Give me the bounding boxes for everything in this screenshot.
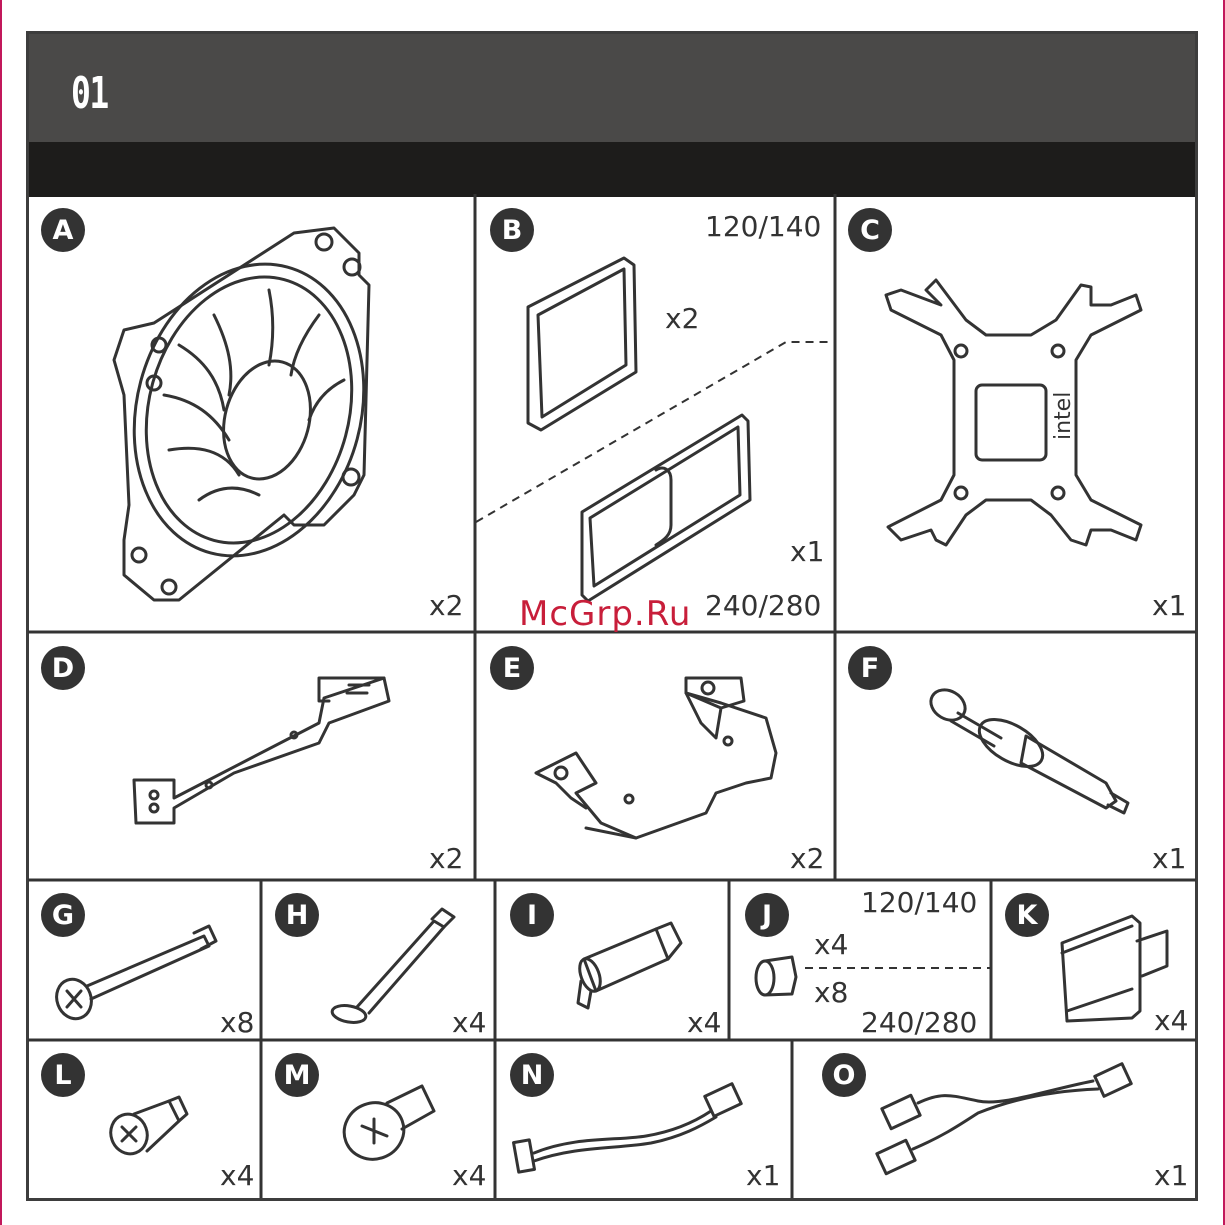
splitter-cable-o-icon [793,1041,1195,1198]
part-b-size-bottom: 240/280 [705,592,821,620]
part-c-qty: x1 [1152,592,1186,620]
part-g-cell: G x8 [29,881,261,1040]
part-o-qty: x1 [1154,1162,1188,1190]
part-i-cell: I x4 [496,881,729,1040]
part-b-qty-top: x2 [665,305,699,333]
part-l-qty: x4 [220,1162,254,1190]
intel-backplate-icon: intel [836,195,1195,632]
part-e-qty: x2 [790,845,824,873]
part-l-cell: L x4 [29,1041,261,1198]
part-m-cell: M x4 [262,1041,495,1198]
part-c-cell: C intel x1 [836,195,1195,632]
part-o-cell: O x1 [793,1041,1195,1198]
part-f-cell: F x1 [836,633,1195,880]
part-d-cell: D x2 [29,633,475,880]
part-h-cell: H x4 [262,881,495,1040]
part-a-cell: A x2 [29,195,475,632]
part-d-qty: x2 [429,845,463,873]
part-b-qty-bottom: x1 [790,538,824,566]
part-k-cell: K x4 [992,881,1195,1040]
part-j-cell: J 120/140 x4 x8 240/280 [730,881,991,1040]
thermal-paste-syringe-icon [836,633,1195,880]
part-i-qty: x4 [687,1009,721,1037]
bracket-d-icon [29,633,475,880]
bracket-e-icon [476,633,835,880]
part-h-qty: x4 [452,1009,486,1037]
part-m-qty: x4 [452,1162,486,1190]
gasket-icons [476,195,835,632]
part-g-qty: x8 [220,1009,254,1037]
part-b-cell: B 120/140 x2 x1 240/280 [476,195,835,632]
part-e-cell: E x2 [476,633,835,880]
part-j-size-bottom: 240/280 [861,1009,977,1037]
part-n-cell: N x1 [496,1041,792,1198]
part-f-qty: x1 [1152,845,1186,873]
fan-icon [29,195,475,632]
intel-logo-text: intel [1051,392,1076,440]
part-k-qty: x4 [1154,1007,1188,1035]
part-a-qty: x2 [429,592,463,620]
watermark: McGrp.Ru [519,594,691,634]
part-n-qty: x1 [746,1162,780,1190]
part-j-qty-bottom: x8 [814,979,848,1007]
